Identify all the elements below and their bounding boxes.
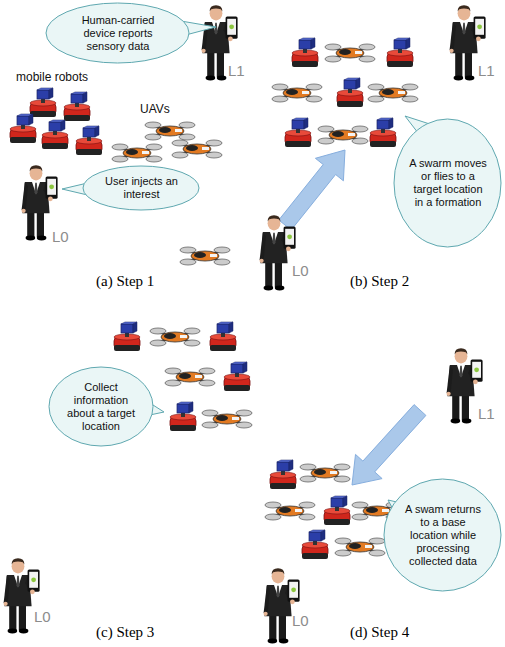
bubble-text-box: A swarm moves or flies to a target locat… — [409, 157, 487, 209]
location-label: L1 — [478, 62, 495, 79]
uav — [272, 84, 322, 102]
mobile-robot — [170, 402, 196, 431]
person-with-phone — [447, 348, 483, 423]
location-label: L1 — [478, 405, 495, 422]
bubble-ellipse — [83, 166, 199, 210]
mobile-robot — [302, 530, 328, 559]
bubble-ellipse — [49, 367, 153, 446]
callout-bubble: User injects an interest — [82, 165, 200, 211]
bubble-outline — [48, 366, 154, 447]
mobile-robot — [370, 118, 396, 147]
bubble-text-box: User injects an interest — [99, 175, 184, 201]
group-label: UAVs — [140, 102, 170, 116]
bubble-ellipse — [46, 3, 189, 63]
callout-bubble: A swam returns to a base location while … — [383, 478, 502, 592]
group-label: mobile robots — [16, 70, 88, 84]
person-with-phone — [260, 215, 296, 290]
uav — [180, 247, 230, 265]
mobile-robot — [30, 88, 56, 117]
mobile-robot — [76, 126, 102, 155]
location-label: L0 — [292, 262, 309, 279]
uav — [368, 84, 418, 102]
mobile-robot — [114, 322, 140, 351]
location-label: L1 — [228, 62, 245, 79]
uav — [318, 126, 368, 144]
uav — [145, 122, 195, 140]
location-label: L0 — [34, 608, 51, 625]
callout-text: Collect information about a target locat… — [63, 381, 139, 433]
callout-bubble: Human-carried device reports sensory dat… — [45, 2, 190, 64]
callout-bubble: Collect information about a target locat… — [48, 366, 154, 447]
mobile-robot — [224, 362, 250, 391]
panel-caption: (d) Step 4 — [350, 624, 409, 641]
mobile-robot — [337, 78, 363, 107]
mobile-robot — [387, 38, 413, 67]
panel-caption: (c) Step 3 — [96, 624, 154, 641]
return-arrow — [352, 405, 426, 485]
callout-text: A swam returns to a base location while … — [400, 503, 486, 568]
mobile-robot — [210, 322, 236, 351]
uav — [150, 328, 200, 346]
mobile-robot — [64, 92, 90, 121]
movement-arrow — [279, 150, 345, 230]
bubble-text-box: A swam returns to a base location while … — [400, 503, 486, 568]
bubble-ellipse — [384, 479, 501, 591]
mobile-robot — [292, 38, 318, 67]
callout-text: User injects an interest — [99, 175, 184, 201]
mobile-robot — [270, 460, 296, 489]
location-label: L0 — [52, 228, 69, 245]
person-with-phone — [264, 568, 300, 643]
uav — [300, 464, 350, 482]
mobile-robot — [10, 114, 36, 143]
location-label: L0 — [292, 612, 309, 629]
panel-caption: (a) Step 1 — [96, 273, 154, 290]
uav — [335, 538, 385, 556]
uav — [265, 502, 315, 520]
bubble-text-box: Collect information about a target locat… — [63, 381, 139, 433]
mobile-robot — [324, 496, 350, 525]
uav — [202, 410, 252, 428]
uav — [112, 144, 162, 162]
uav — [165, 368, 215, 386]
bubble-ellipse — [394, 119, 501, 247]
callout-text: Human-carried device reports sensory dat… — [66, 14, 170, 53]
uav — [325, 44, 375, 62]
mobile-robot — [42, 120, 68, 149]
panel-caption: (b) Step 2 — [350, 273, 409, 290]
uav — [172, 140, 222, 158]
mobile-robot — [285, 118, 311, 147]
bubble-text-box: Human-carried device reports sensory dat… — [66, 14, 170, 53]
callout-text: A swarm moves or flies to a target locat… — [409, 157, 487, 209]
callout-bubble: A swarm moves or flies to a target locat… — [393, 118, 502, 248]
